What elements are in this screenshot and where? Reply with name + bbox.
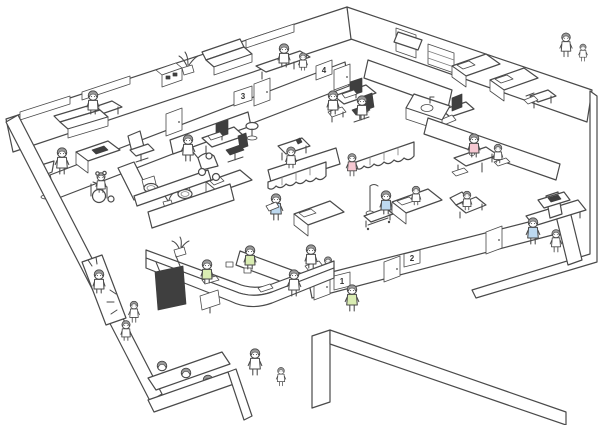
laptop [265,201,280,212]
stroller [192,151,221,182]
door-room-2 [383,255,401,283]
room-1-number: 1 [340,277,345,286]
person-doctor-room4 [355,95,369,120]
mother-and-stroller [180,134,221,182]
room-plate-2: 2 [403,249,421,268]
south-outer-wall [147,368,253,421]
curtain-2 [355,141,415,170]
excitement-marks [87,256,98,267]
person-mother-stroller [180,134,196,162]
wall-tv-display [154,255,187,311]
room-plate-3: 3 [233,85,253,107]
person-child-on-bench [298,52,308,71]
person-patient-xray [549,229,563,253]
nurse-with-laptop [265,193,284,221]
lab-bench [277,137,311,161]
east-and-southeast-outer-wall [471,90,598,299]
room-3-number: 3 [241,92,246,101]
treatment-wall-left-1 [147,183,235,229]
person-child-top-right [578,43,588,62]
office-chair-room3 [225,132,249,163]
person-staff-corridor [344,284,360,312]
bench-left-wall [81,254,127,326]
storage-box-room [75,140,121,174]
bear-ear-right [102,170,107,176]
bench-right-wing [393,31,423,51]
reception-tray [257,283,274,293]
person-mother-top-right [559,32,573,58]
recovery-bed-1 [451,53,501,88]
reception-monitor [199,289,221,314]
person-head-2 [180,367,192,379]
mother-and-wheelchair [54,147,115,204]
consult-room-4-desk [333,77,377,113]
potted-plant-hall [178,51,199,76]
room-4-number: 4 [322,66,327,75]
door-restroom [165,107,183,137]
small-table-ne [523,89,557,109]
plant-counter [171,236,190,258]
exam-chair [127,130,155,163]
counter-box-1 [225,261,234,268]
room-plate-4: 4 [315,59,333,81]
person-child-running [128,300,140,323]
room-2-number: 2 [410,254,415,263]
medical-cart [363,207,394,231]
front-corridor-parapet [311,329,567,425]
treatment-bed-1 [293,200,345,237]
recovery-bed-2 [489,67,539,102]
curtain-1 [267,161,327,190]
person-head-1 [156,360,168,372]
wheelchair [90,181,115,204]
iv-pole [365,183,379,216]
prep-desk-pc [439,93,475,126]
person-parent-entrance [247,348,263,376]
door-room-3 [253,77,271,107]
door-right-wing [485,225,503,255]
person-girl-hall [345,153,359,177]
person-child-entrance [275,367,287,387]
entrance-visitors [247,348,287,387]
bear-ear-left [95,171,100,176]
partition-beds-family [423,117,561,181]
child-running-group [106,289,140,323]
reception-counter [145,249,335,308]
motion-lines [106,289,118,315]
stool-room3 [245,121,259,141]
sofa-top-center [201,38,253,76]
